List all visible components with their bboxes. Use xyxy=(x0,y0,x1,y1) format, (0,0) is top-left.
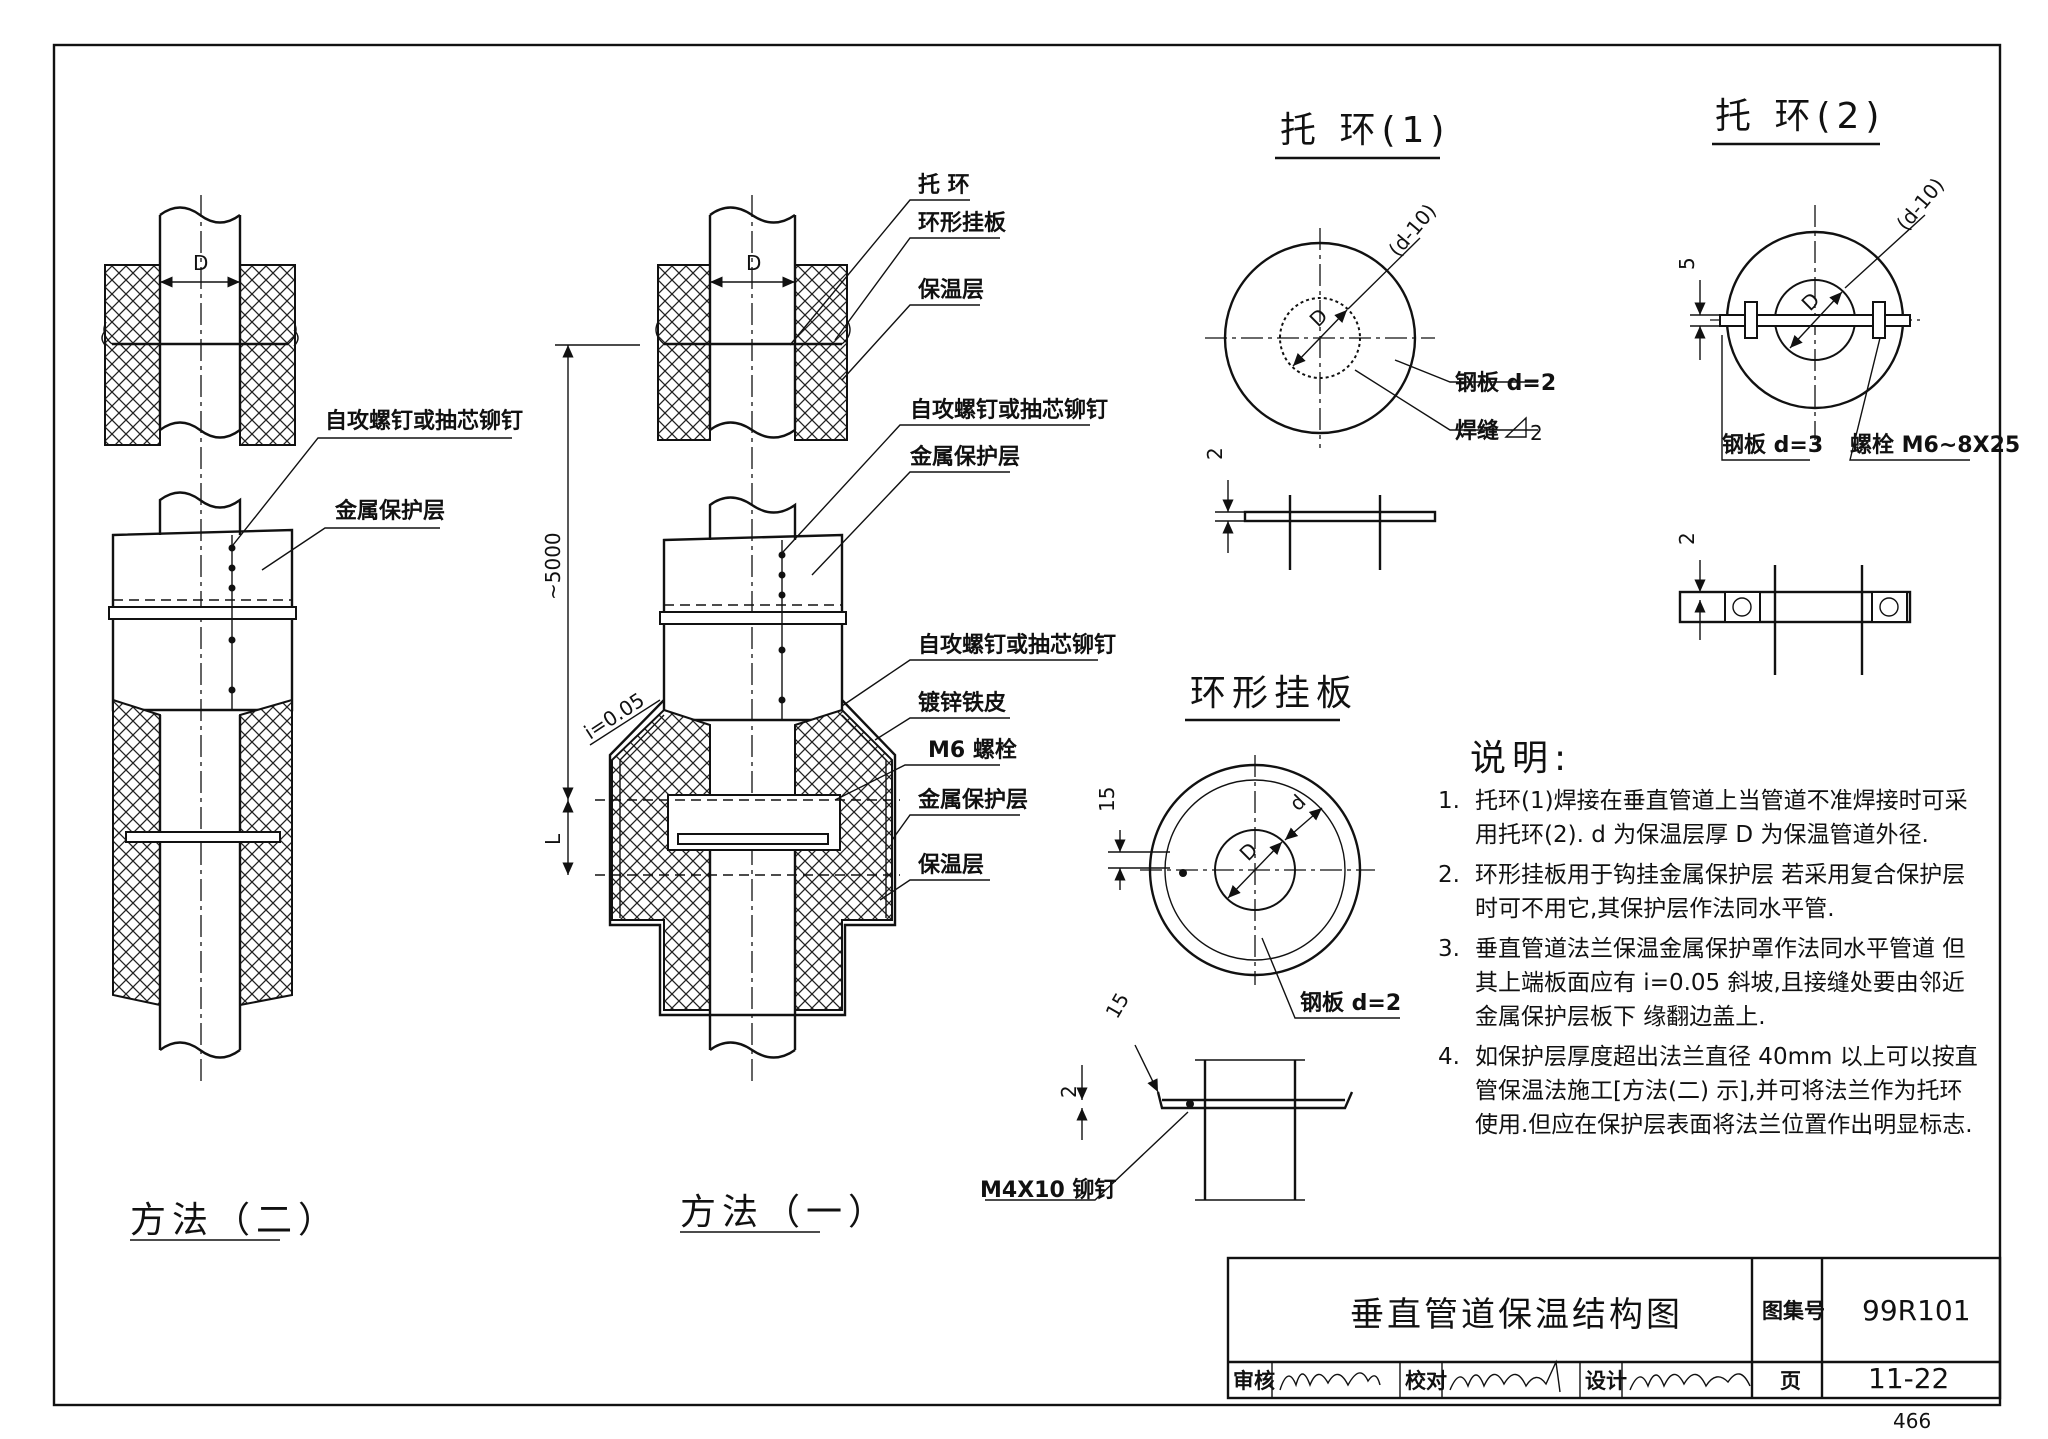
label-m6-bolt: M6 螺栓 xyxy=(928,738,1017,763)
method1-d-label: D xyxy=(746,251,761,275)
note-line: 使用.但应在保护层表面将法兰位置作出明显标志. xyxy=(1475,1112,1973,1138)
page-label: 页 xyxy=(1780,1369,1801,1393)
label-rivet-mid1: 自攻螺钉或抽芯铆钉 xyxy=(910,397,1108,423)
ring1-title: 托 环(1) xyxy=(1280,110,1450,151)
atlas-number: 99R101 xyxy=(1862,1294,1971,1327)
ring2-detail: 托 环(2) D (d-10) 5 钢板 d=3 螺栓 M6~8X25 2 xyxy=(1675,96,2020,675)
ring2-plate: 钢板 d=3 xyxy=(1722,432,1823,458)
note-line: 环形挂板用于钩挂金属保护层 若采用复合保护层 xyxy=(1475,862,1965,888)
hanger-plate: 钢板 d=2 xyxy=(1300,990,1401,1016)
check-label: 校对 xyxy=(1405,1369,1447,1393)
design-label: 设计 xyxy=(1585,1369,1627,1393)
signature-check xyxy=(1449,1359,1561,1393)
page-number: 11-22 xyxy=(1868,1362,1949,1395)
label-galvanized: 镀锌铁皮 xyxy=(918,690,1006,716)
label-metal-mid2: 金属保护层 xyxy=(917,787,1028,813)
label-insulation-top: 保温层 xyxy=(917,278,984,303)
hanger-15: 15 xyxy=(1095,787,1119,812)
method2-drawing: D 自攻螺钉或抽芯铆钉 金属保护层 方法（二） xyxy=(101,195,523,1241)
ring1-thick: 2 xyxy=(1203,447,1227,460)
method2-d-label: D xyxy=(193,251,208,275)
note-line: 其上端板面应有 i=0.05 斜坡,且接缝处要由邻近 xyxy=(1475,970,1965,996)
drawing-title: 垂直管道保温结构图 xyxy=(1350,1295,1683,1335)
notes-heading: 说明: xyxy=(1470,738,1572,779)
dim-5000: ~5000 xyxy=(541,532,565,600)
ring2-5: 5 xyxy=(1675,257,1699,270)
method2-title: 方法（二） xyxy=(130,1200,340,1241)
method2-metal-label: 金属保护层 xyxy=(334,498,445,524)
ring2-thick: 2 xyxy=(1675,532,1699,545)
review-label: 审核 xyxy=(1233,1369,1275,1393)
hanger-detail: 环形挂板 D d 15 钢板 d=2 15 2 M4X10 铆钉 xyxy=(980,673,1401,1203)
note-line: 时可不用它,其保护层作法同水平管. xyxy=(1475,896,1835,922)
dim-L: L xyxy=(541,833,565,845)
ring1-d10: (d-10) xyxy=(1383,199,1441,261)
atlas-label: 图集号 xyxy=(1762,1299,1825,1323)
ring2-d10: (d-10) xyxy=(1891,173,1949,235)
note-line: 管保温法施工[方法(二) 示],并可将法兰作为托环 xyxy=(1475,1078,1963,1104)
note-number: 2. xyxy=(1438,862,1460,888)
label-rivet-mid2: 自攻螺钉或抽芯铆钉 xyxy=(918,632,1116,658)
ring2-bolt: 螺栓 M6~8X25 xyxy=(1850,433,2020,458)
method1-drawing: D ~5000 L i=0.05 托 环 xyxy=(541,173,1116,1233)
note-number: 3. xyxy=(1438,936,1460,962)
label-ring-plate: 环形挂板 xyxy=(918,210,1007,236)
note-line: 如保护层厚度超出法兰直径 40mm 以上可以按直 xyxy=(1475,1044,1978,1070)
note-line: 垂直管道法兰保温金属保护罩作法同水平管道 但 xyxy=(1475,936,1965,962)
title-block: 垂直管道保温结构图 图集号 99R101 审核 校对 设计 页 11-22 xyxy=(1226,1256,2002,1400)
sheet-number: 466 xyxy=(1893,1409,1931,1433)
ring1-weld: 焊缝 xyxy=(1455,418,1499,444)
hanger-2: 2 xyxy=(1057,1085,1081,1098)
note-line: 金属保护层板下 缘翻边盖上. xyxy=(1475,1004,1766,1030)
note-line: 托环(1)焊接在垂直管道上当管道不准焊接时可采 xyxy=(1475,788,1968,814)
method2-rivet-label: 自攻螺钉或抽芯铆钉 xyxy=(325,408,523,434)
hanger-d: d xyxy=(1285,790,1311,816)
ring2-title: 托 环(2) xyxy=(1715,96,1885,137)
hanger-15b: 15 xyxy=(1101,988,1135,1022)
label-support-ring: 托 环 xyxy=(918,173,970,198)
signature-review xyxy=(1279,1372,1381,1391)
ring1-plate: 钢板 d=2 xyxy=(1455,370,1556,396)
ring1-weld-size: 2 xyxy=(1530,421,1543,445)
method1-title: 方法（一） xyxy=(680,1192,890,1233)
hanger-rivet: M4X10 铆钉 xyxy=(980,1177,1116,1203)
note-number: 4. xyxy=(1438,1044,1460,1070)
sheet-frame xyxy=(52,43,2002,1407)
hanger-title: 环形挂板 xyxy=(1190,673,1358,714)
signature-design xyxy=(1629,1373,1751,1391)
label-insulation-mid: 保温层 xyxy=(917,853,984,878)
note-line: 用托环(2). d 为保温层厚 D 为保温管道外径. xyxy=(1475,822,1929,848)
ring1-detail: 托 环(1) D (d-10) 钢板 d=2 焊缝 2 2 xyxy=(1203,110,1556,570)
label-metal-mid1: 金属保护层 xyxy=(909,444,1020,470)
note-number: 1. xyxy=(1438,788,1460,814)
